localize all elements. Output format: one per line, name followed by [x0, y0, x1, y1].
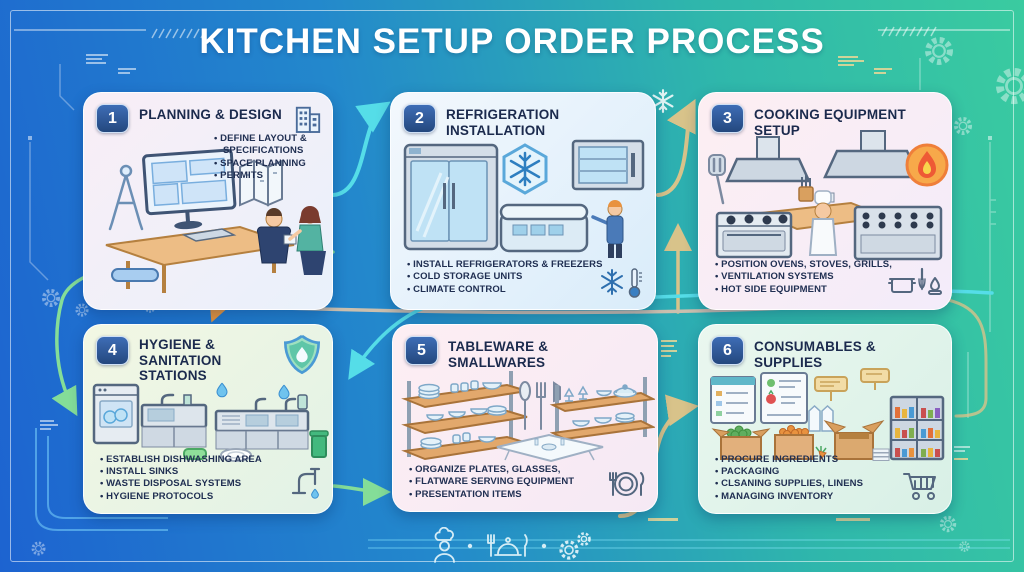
- bullet: CLSANING SUPPLIES, LINENS: [715, 478, 905, 490]
- range-hood-icon: [725, 130, 921, 183]
- supplies-illustration: [710, 368, 945, 461]
- cloche-cutlery-icon: [487, 534, 528, 557]
- shield-droplet-icon: [283, 334, 321, 375]
- building-icon: [295, 106, 321, 133]
- plate-cutlery-icon: [609, 472, 645, 496]
- bullet: PERMITS: [214, 170, 322, 182]
- flame-badge-icon: [905, 143, 949, 187]
- bullet: HOT SIDE EQUIPMENT: [715, 284, 895, 296]
- snowflake-icon: [601, 269, 623, 295]
- gas-burner-icon: [928, 277, 942, 295]
- bullet: DEFINE LAYOUT & SPECIFICATIONS: [214, 133, 322, 158]
- blueprint-icon: [111, 268, 159, 282]
- pot-icon: [888, 278, 916, 293]
- keyboard: [181, 228, 237, 242]
- bullet: MANAGING INVENTORY: [715, 491, 905, 503]
- bullet: COLD STORAGE UNITS: [407, 271, 603, 283]
- stove-icon: [715, 211, 793, 259]
- whisk-icon: [918, 267, 926, 291]
- bullet: INSTALL REFRIGERATORS & FREEZERS: [407, 259, 603, 271]
- bullet: WASTE DISPOSAL SYSTEMS: [100, 478, 288, 490]
- bullet: SPACE PLANNING: [214, 158, 322, 170]
- footer-icons: [432, 524, 622, 568]
- set-table-icon: [496, 433, 604, 463]
- bullet-list: INSTALL REFRIGERATORS & FREEZERS COLD ST…: [407, 259, 603, 296]
- tableware-illustration: [401, 371, 655, 463]
- bullet-list: ESTABLISH DISHWASHING AREA INSTALL SINKS…: [100, 454, 288, 503]
- trash-bin-icon: [309, 430, 329, 458]
- bullet: PACKAGING: [715, 466, 905, 478]
- card-hygiene-sanitation-stations: 4 HYGIENE & SANITATION STATIONS: [83, 324, 333, 514]
- plate-stack-icon: [418, 380, 507, 450]
- sink-counter-icon: [140, 393, 208, 448]
- sanitizer-bottle-icon: [297, 394, 308, 410]
- spatula-icon: [708, 154, 726, 205]
- step-number-badge: 2: [403, 104, 436, 133]
- bullet: FLATWARE SERVING EQUIPMENT: [409, 476, 601, 488]
- step-number-badge: 4: [96, 336, 129, 365]
- sanitation-illustration: [92, 382, 329, 462]
- bullet: VENTILATION SYSTEMS: [715, 271, 895, 283]
- checklist-board-icon: [710, 376, 756, 424]
- drafting-compass-icon: [108, 164, 144, 231]
- card-cooking-equipment-setup: 3 COOKING EQUIPMENT SETUP: [698, 92, 952, 310]
- chef-icon: [808, 190, 838, 256]
- cooking-illustration: [708, 130, 949, 261]
- card-title: PLANNING & DESIGN: [139, 107, 282, 122]
- cold-mini-icons: [601, 268, 642, 298]
- wall-cooler-icon: [571, 139, 645, 191]
- card-planning-design: 1 PLANNING & DESIGN: [83, 92, 333, 310]
- shopping-cart-icon: [903, 473, 936, 500]
- page-title: KITCHEN SETUP ORDER PROCESS: [199, 22, 825, 61]
- frame-border: [10, 10, 1014, 562]
- hex-snowflake-badge-icon: [502, 143, 548, 195]
- bullet-list: PROCURE INGREDIENTS PACKAGING CLSANING S…: [715, 454, 905, 503]
- gears-icon: [559, 532, 591, 560]
- price-tag-icon: [814, 368, 890, 401]
- bullet: INSTALL SINKS: [100, 466, 288, 478]
- thermometer-icon: [628, 268, 642, 298]
- bullet-list: POSITION OVENS, STOVES, GRILLS, VENTILAT…: [715, 259, 895, 296]
- dot-separator: [467, 543, 473, 549]
- pantry-shelf-icon: [889, 395, 945, 461]
- step-number-badge: 5: [405, 336, 438, 365]
- card-title: REFRIGERATION INSTALLATION: [446, 107, 560, 138]
- card-refrigeration-installation: 2 REFRIGERATION INSTALLATION: [390, 92, 656, 310]
- bullet: POSITION OVENS, STOVES, GRILLS,: [715, 259, 895, 271]
- bullet: ESTABLISH DISHWASHING AREA: [100, 454, 288, 466]
- produce-chart-icon: [760, 372, 808, 424]
- milk-carton-icon: [808, 404, 834, 432]
- bullet: ORGANIZE PLATES, GLASSES,: [409, 464, 601, 476]
- bullet: HYGIENE PROTOCOLS: [100, 491, 288, 503]
- bullet-list: ORGANIZE PLATES, GLASSES, FLATWARE SERVI…: [409, 464, 601, 501]
- card-tableware-smallwares: 5 TABLEWARE & SMALLWARES: [392, 324, 658, 512]
- step-number-badge: 6: [711, 336, 744, 365]
- step-number-badge: 3: [711, 104, 744, 133]
- card-title: COOKING EQUIPMENT SETUP: [754, 107, 906, 138]
- bullet-list: DEFINE LAYOUT & SPECIFICATIONS SPACE PLA…: [214, 133, 322, 182]
- bullet: PROCURE INGREDIENTS: [715, 454, 905, 466]
- dot-separator: [541, 543, 547, 549]
- bullet: PRESENTATION ITEMS: [409, 489, 601, 501]
- water-drop-icon: [216, 382, 290, 400]
- double-sink-counter-icon: [214, 397, 310, 450]
- bullet: CLIMATE CONTROL: [407, 284, 603, 296]
- hot-mini-icons: [888, 267, 942, 295]
- dishwasher-icon: [92, 383, 140, 445]
- step-number-badge: 1: [96, 104, 129, 133]
- glass-door-fridge-icon: [403, 143, 499, 251]
- grill-range-icon: [853, 205, 943, 261]
- card-consumables-supplies: 6 CONSUMABLES & SUPPLIES: [698, 324, 952, 514]
- shelf-rack-left: [401, 371, 528, 461]
- refrigeration-illustration: [403, 139, 645, 258]
- person-man: [256, 208, 297, 264]
- chest-freezer-icon: [499, 203, 589, 253]
- faucet-icon: [291, 467, 321, 499]
- monitor-floorplan-icon: [142, 148, 237, 230]
- technician-icon: [591, 200, 624, 258]
- chef-icon: [434, 527, 455, 563]
